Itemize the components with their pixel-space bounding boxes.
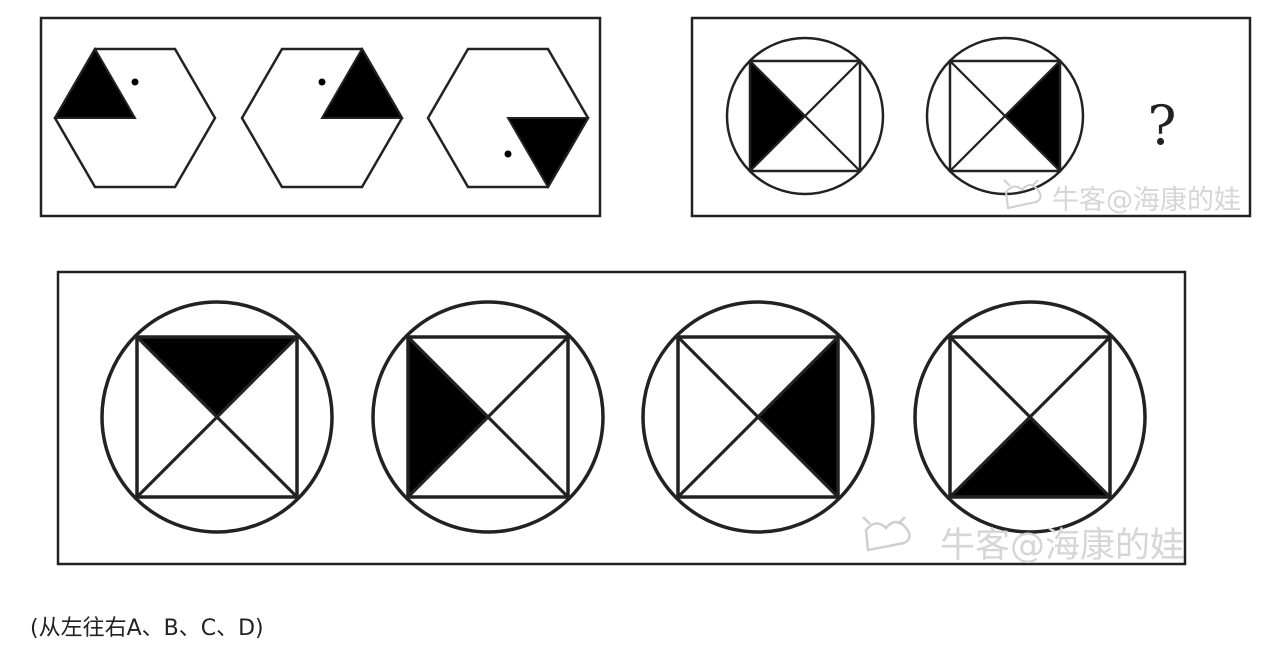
inner-square xyxy=(676,335,840,499)
shaded-triangle xyxy=(750,61,805,171)
outer-circle xyxy=(641,300,875,534)
diagonal-line xyxy=(949,60,1061,172)
sequence-panel xyxy=(39,16,602,218)
shaded-triangle xyxy=(950,417,1110,497)
pattern-figure-1 xyxy=(725,36,885,196)
hexagon-figure-3 xyxy=(426,47,590,189)
option-c[interactable] xyxy=(641,300,875,534)
shaded-triangle xyxy=(137,337,297,417)
watermark-logo-icon xyxy=(1003,179,1042,210)
outer-circle xyxy=(371,300,605,534)
diagonal-line xyxy=(406,335,570,499)
dot-marker xyxy=(318,78,326,86)
inner-square xyxy=(748,59,862,173)
watermark-logo-icon xyxy=(862,516,911,552)
dot-marker xyxy=(131,78,139,86)
diagonal-line xyxy=(948,335,1112,499)
inner-square xyxy=(406,335,570,499)
inner-square xyxy=(948,59,1062,173)
shaded-triangle xyxy=(1005,61,1060,171)
diagonal-line xyxy=(135,335,299,499)
svg-text:牛客@海康的娃: 牛客@海康的娃 xyxy=(940,526,1185,566)
option-a[interactable] xyxy=(100,300,334,534)
diagonal-line xyxy=(676,335,840,499)
shaded-triangle xyxy=(320,47,404,119)
question-mark: ? xyxy=(1148,94,1177,157)
shaded-triangle xyxy=(53,47,137,119)
option-d[interactable] xyxy=(913,300,1147,534)
inner-square xyxy=(135,335,299,499)
svg-text:牛客@海康的娃: 牛客@海康的娃 xyxy=(1052,185,1241,216)
dot-marker xyxy=(504,150,512,158)
options-caption: (从左往右A、B、C、D) xyxy=(30,616,264,641)
pattern-panel xyxy=(690,16,1252,218)
hexagon-figure-2 xyxy=(240,47,404,189)
options-panel xyxy=(56,270,1187,566)
inner-square xyxy=(948,335,1112,499)
outer-circle xyxy=(913,300,1147,534)
shaded-triangle xyxy=(506,117,590,189)
outer-circle xyxy=(925,36,1085,196)
pattern-figure-2 xyxy=(925,36,1085,196)
watermark-top: 牛客@海康的娃 xyxy=(1003,179,1241,216)
hexagon-figure-1 xyxy=(53,47,217,189)
shaded-triangle xyxy=(408,337,488,497)
watermark-bottom: 牛客@海康的娃 xyxy=(862,516,1185,566)
outer-circle xyxy=(100,300,334,534)
outer-circle xyxy=(725,36,885,196)
option-b[interactable] xyxy=(371,300,605,534)
diagonal-line xyxy=(749,60,861,172)
shaded-triangle xyxy=(758,337,838,497)
